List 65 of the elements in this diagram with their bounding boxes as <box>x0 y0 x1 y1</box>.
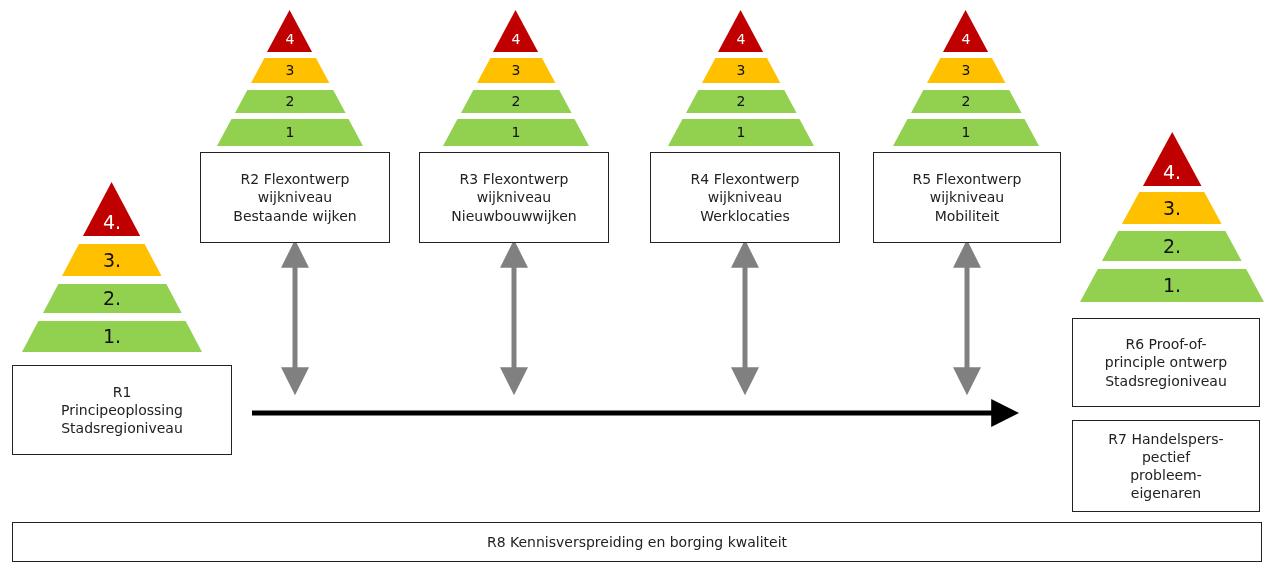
level-number: 3. <box>101 248 123 273</box>
pyramid-level <box>1080 269 1264 302</box>
result-box <box>1072 318 1260 407</box>
level-number: 2 <box>735 92 747 111</box>
box-label: R4 Flexontwerp wijkniveau Werklocaties <box>689 170 801 225</box>
level-number: 2. <box>101 286 123 311</box>
pyramid-level <box>701 58 781 83</box>
pyramid-level <box>250 58 330 83</box>
level-number: 1 <box>284 123 296 142</box>
pyramid-level <box>1122 192 1222 224</box>
level-number: 2. <box>1161 234 1183 259</box>
level-number: 4 <box>735 29 747 49</box>
result-box <box>1072 420 1260 512</box>
level-number: 1 <box>960 123 972 142</box>
level-number: 1. <box>1161 273 1183 298</box>
result-box <box>12 365 232 455</box>
level-number: 3. <box>1161 196 1183 221</box>
level-number: 2 <box>510 92 522 111</box>
level-number: 4 <box>510 29 522 49</box>
box-label: R5 Flexontwerp wijkniveau Mobiliteit <box>911 170 1023 225</box>
level-number: 1 <box>510 123 522 142</box>
level-number: 4 <box>284 29 296 49</box>
pyramid-level <box>926 58 1006 83</box>
pyramid-level <box>910 90 1022 113</box>
pyramid-level <box>476 58 556 83</box>
level-number: 3 <box>735 61 747 80</box>
level-number: 2 <box>284 92 296 111</box>
pyramid-level <box>1142 132 1202 186</box>
box-label: R8 Kennisverspreiding en borging kwaliteit <box>485 532 789 552</box>
pyramid-level <box>62 244 162 276</box>
level-number: 1. <box>101 324 123 349</box>
pyramid-level <box>668 119 814 146</box>
result-box <box>873 152 1061 243</box>
level-number: 4 <box>960 29 972 49</box>
level-number: 3 <box>510 61 522 80</box>
pyramid-level <box>83 182 141 236</box>
result-box <box>419 152 609 243</box>
pyramid-level <box>42 284 182 313</box>
level-number: 3 <box>284 61 296 80</box>
level-number: 4. <box>101 210 123 235</box>
box-label: R6 Proof-of-principle ontwerp Stadsregioniveau <box>1103 335 1229 390</box>
pyramid-level <box>1102 231 1242 261</box>
box-label: R7 Handelspers-pectief probleem-eigenaren <box>1107 429 1225 503</box>
result-box <box>200 152 390 243</box>
pyramid-level <box>943 10 989 52</box>
level-number: 1 <box>735 123 747 142</box>
pyramid-level <box>718 10 764 52</box>
pyramid-level <box>460 90 572 113</box>
pyramid-level <box>217 119 363 146</box>
box-label: R1 Principeoplossing Stadsregioniveau <box>60 382 184 438</box>
pyramid-level <box>685 90 797 113</box>
box-label: R3 Flexontwerp wijkniveau Nieuwbouwwijken <box>450 170 578 225</box>
pyramid-level <box>22 321 202 352</box>
pyramid-level <box>443 119 589 146</box>
result-box <box>12 522 1262 562</box>
box-label: R2 Flexontwerp wijkniveau Bestaande wijken <box>232 170 358 225</box>
result-box <box>650 152 840 243</box>
pyramid-level <box>234 90 346 113</box>
arrow <box>252 399 1020 427</box>
level-number: 3 <box>960 61 972 80</box>
level-number: 2 <box>960 92 972 111</box>
pyramid-level <box>267 10 313 52</box>
pyramid-level <box>493 10 539 52</box>
level-number: 4. <box>1161 160 1183 185</box>
pyramid-level <box>893 119 1039 146</box>
